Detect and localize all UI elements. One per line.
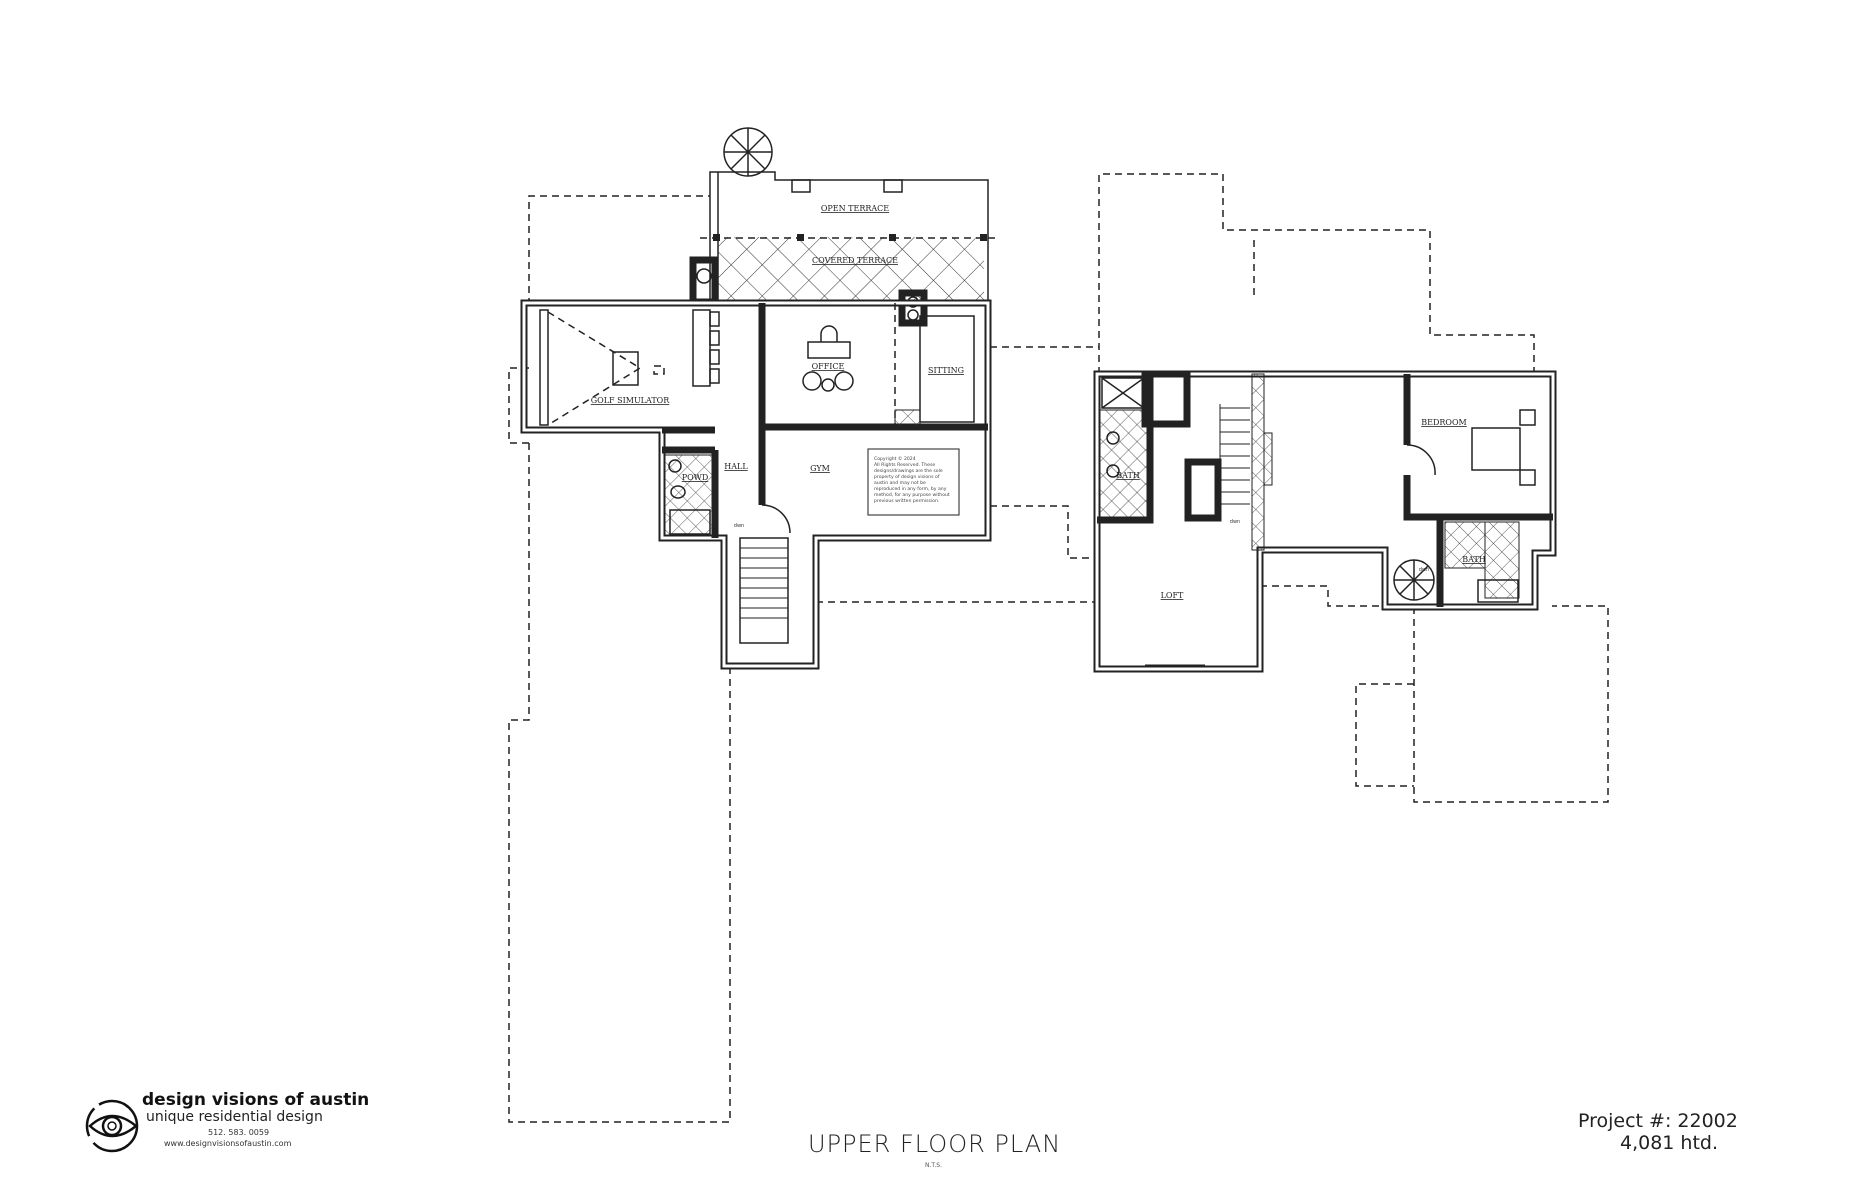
project-number: Project #: 22002 [1578, 1110, 1738, 1132]
spiral-stair-right [1393, 559, 1435, 601]
label-golf-simulator: GOLF SIMULATOR [591, 396, 670, 405]
left-wing [520, 127, 995, 670]
firm-logo: design visions of austin unique resident… [84, 1088, 384, 1168]
heated-area: 4,081 htd. [1620, 1132, 1719, 1154]
copyright-line: property of design visions of [874, 474, 940, 480]
label-powder: POWD [682, 473, 709, 482]
firm-website: www.designvisionsofaustin.com [164, 1139, 292, 1148]
spiral-stair [723, 127, 773, 177]
label-bath-left: BATH [1116, 471, 1140, 480]
copyright-box [867, 448, 960, 516]
eye-logo-icon [85, 1099, 139, 1153]
copyright-line: reproduced in any form, by any [874, 486, 947, 492]
label-gym: GYM [810, 464, 830, 473]
copyright-line: All Rights Reserved. These [874, 462, 935, 468]
drawing-title: UPPER FLOOR PLAN [808, 1130, 1062, 1158]
label-bedroom: BEDROOM [1421, 418, 1466, 427]
label-hall: HALL [724, 462, 748, 471]
copyright-line: method, for any purpose without [874, 492, 950, 498]
label-office: OFFICE [812, 362, 845, 371]
label-stair-down: dwn [1419, 567, 1429, 573]
lower-floor-outline [508, 173, 1609, 1123]
label-loft: LOFT [1161, 591, 1184, 600]
scale-note: N.T.S. [925, 1162, 942, 1169]
firm-tagline: unique residential design [146, 1109, 323, 1125]
covered-terrace-tile [718, 237, 984, 301]
firm-phone: 512. 583. 0059 [208, 1128, 270, 1137]
label-sitting: SITTING [928, 366, 964, 375]
copyright-line: Copyright © 2024 [874, 455, 916, 462]
firm-name: design visions of austin [142, 1090, 370, 1110]
copyright-line: previous written permission. [874, 498, 939, 504]
right-wing [1093, 370, 1557, 673]
room-labels: OPEN TERRACE COVERED TERRACE OFFICE SITT… [591, 204, 1486, 600]
copyright-line: designs/drawings are the sole [874, 468, 943, 474]
label-open-terrace: OPEN TERRACE [821, 204, 889, 213]
label-stair-down: dwn [1230, 519, 1240, 525]
stair-left [739, 537, 789, 644]
label-covered-terrace: COVERED TERRACE [812, 256, 898, 265]
label-stair-down: dwn [734, 523, 744, 529]
copyright-line: austin and may not be [874, 480, 926, 486]
label-bath-right: BATH [1462, 555, 1486, 564]
copyright-notice: Copyright © 2024 All Rights Reserved. Th… [874, 455, 950, 504]
